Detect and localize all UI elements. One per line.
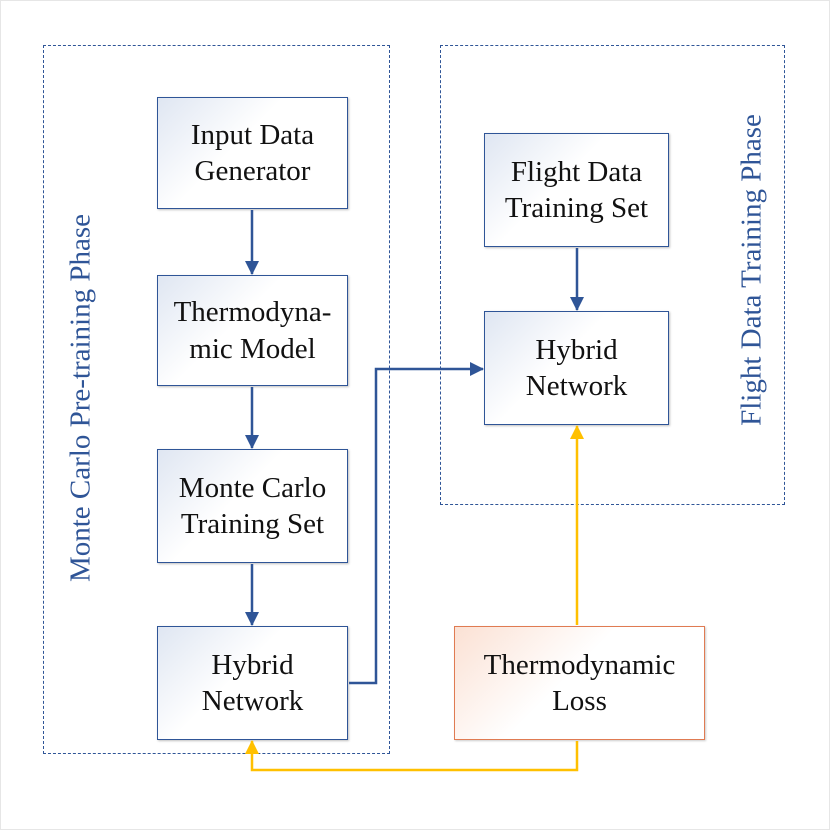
thermodynamic-model-box: Thermodyna- mic Model: [157, 275, 348, 386]
flight-phase-container: [440, 45, 785, 505]
monte-carlo-training-set-label: Monte Carlo Training Set: [178, 471, 327, 540]
flight-data-training-set-box: Flight Data Training Set: [484, 133, 669, 247]
pretraining-phase-container: [43, 45, 390, 754]
thermodynamic-loss-box: Thermodynamic Loss: [454, 626, 705, 740]
hybrid-network-right-label: Hybrid Network: [525, 333, 628, 402]
hybrid-network-left-label: Hybrid Network: [201, 648, 304, 717]
hybrid-network-right-box: Hybrid Network: [484, 311, 669, 425]
arrow-left-hybrid-to-right-hybrid: [349, 362, 484, 685]
thermodynamic-model-label: Thermodyna- mic Model: [173, 296, 332, 365]
arrow-loss-to-left-hybrid: [245, 740, 579, 772]
thermodynamic-loss-label: Thermodynamic Loss: [483, 648, 676, 717]
monte-carlo-training-set-box: Monte Carlo Training Set: [157, 449, 348, 563]
flight-data-training-set-label: Flight Data Training Set: [504, 155, 649, 224]
input-data-generator-label: Input Data Generator: [190, 118, 315, 187]
input-data-generator-box: Input Data Generator: [157, 97, 348, 209]
hybrid-network-left-box: Hybrid Network: [157, 626, 348, 740]
